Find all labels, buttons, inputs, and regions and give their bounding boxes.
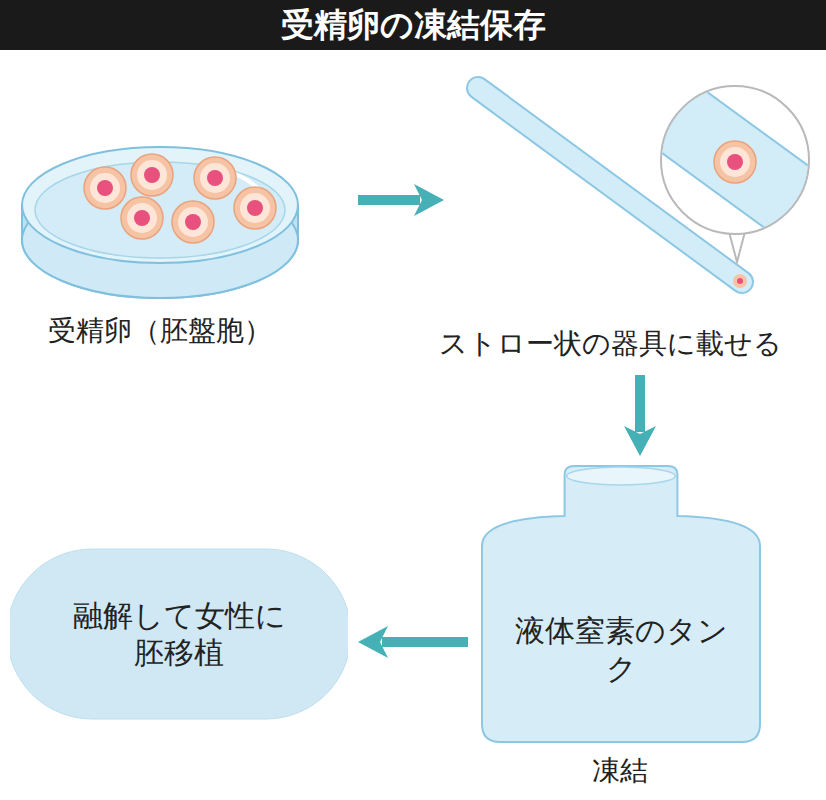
flow-arrow [358,195,420,205]
title: 受精卵の凍結保存 [281,3,546,48]
flow-arrow [382,637,468,647]
petri-dish [22,147,298,298]
flow-arrow [635,375,645,432]
tank-shape: 液体窒素のタンク [480,462,762,744]
image-caption: 受精卵（胚盤胞） [48,312,272,350]
title-band: 受精卵の凍結保存 [0,0,826,50]
image-caption: 凍結 [592,752,648,790]
tank-shape-outline [480,462,762,744]
node-text: 融解して女性に胚移植 [69,597,289,672]
node-text: 液体窒素のタンク [501,612,741,687]
image-caption: ストロー状の器具に載せる [439,325,782,363]
rounded-box-outline [10,548,348,720]
rounded-box: 融解して女性に胚移植 [10,548,348,720]
magnified-view [640,86,826,262]
